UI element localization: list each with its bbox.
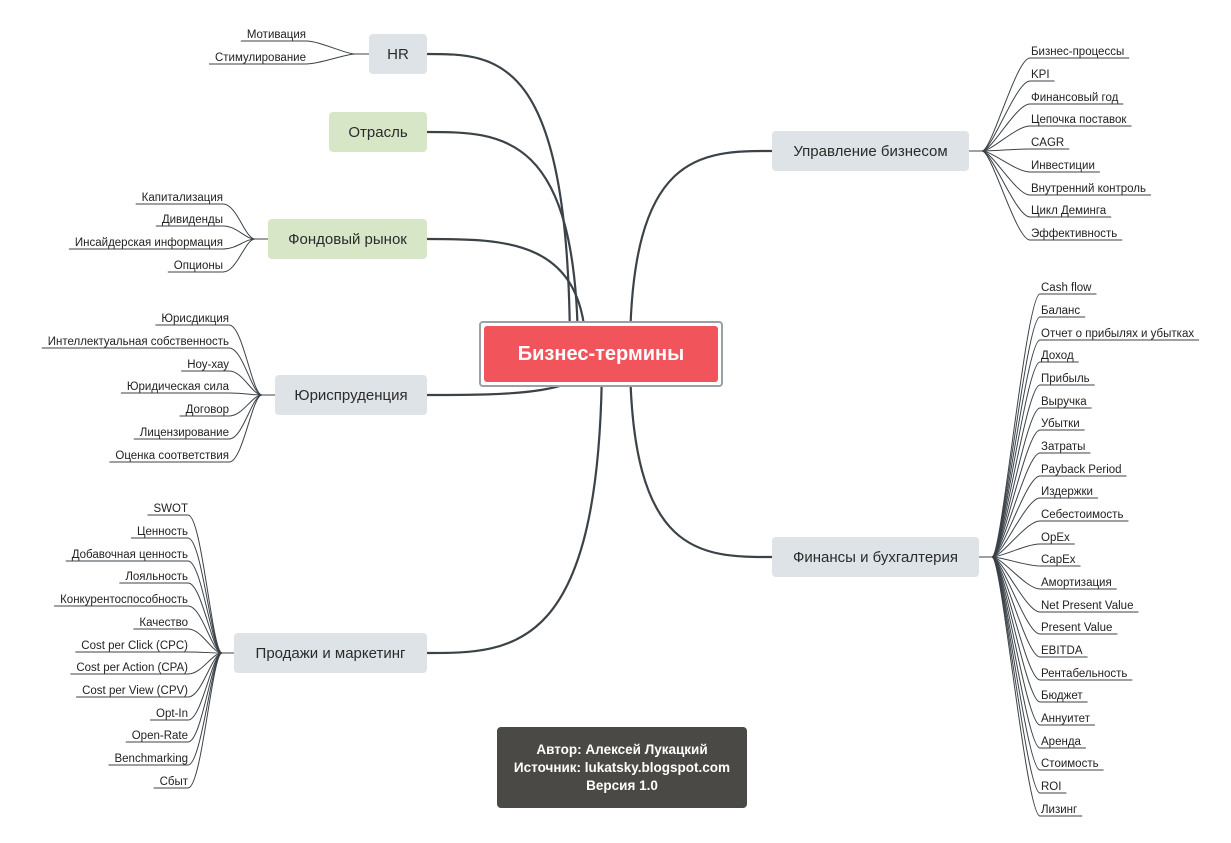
branch-connector xyxy=(426,52,572,355)
branch-connector xyxy=(426,130,580,355)
leaf-term[interactable]: CAGR xyxy=(1031,137,1065,149)
author-info-box: Автор: Алексей Лукацкий Источник: lukats… xyxy=(497,727,747,808)
leaf-term[interactable]: Payback Period xyxy=(1041,464,1122,476)
leaf-term[interactable]: Сбыт xyxy=(159,776,188,788)
leaf-term[interactable]: Затраты xyxy=(1041,441,1086,453)
leaf-term[interactable]: Прибыль xyxy=(1041,373,1090,385)
leaf-term[interactable]: Open-Rate xyxy=(131,730,188,742)
leaf-connector xyxy=(979,361,1079,558)
leaf-term[interactable]: Баланс xyxy=(1041,305,1081,317)
leaf-term[interactable]: Себестоимость xyxy=(1041,509,1124,521)
leaf-term[interactable]: Интеллектуальная собственность xyxy=(47,336,229,348)
leaf-term[interactable]: Рентабельность xyxy=(1041,668,1128,680)
leaf-term[interactable]: Доход xyxy=(1041,350,1074,362)
leaf-term[interactable]: Мотивация xyxy=(246,29,306,41)
branch-connector xyxy=(628,149,773,355)
leaf-term[interactable]: Инсайдерская информация xyxy=(74,237,223,249)
branch-connector xyxy=(426,237,588,355)
leaf-term[interactable]: Договор xyxy=(185,404,229,416)
leaf-term[interactable]: Цикл Деминга xyxy=(1031,205,1107,217)
leaf-term[interactable]: Внутренний контроль xyxy=(1031,183,1146,195)
leaf-term[interactable]: Добавочная ценность xyxy=(71,549,188,561)
branch-управление-бизнесом[interactable]: Управление бизнесом xyxy=(772,131,969,171)
leaf-term[interactable]: Стоимость xyxy=(1041,758,1099,770)
leaf-term[interactable]: Стимулирование xyxy=(214,52,306,64)
leaf-term[interactable]: OpEx xyxy=(1041,532,1070,544)
central-topic[interactable]: Бизнес-термины xyxy=(479,321,723,387)
branch-connector xyxy=(628,353,773,559)
leaf-term[interactable]: Ценность xyxy=(136,526,188,538)
leaf-term[interactable]: Дивиденды xyxy=(161,214,223,226)
leaf-term[interactable]: Ноу-хау xyxy=(187,359,229,371)
leaf-term[interactable]: Аннуитет xyxy=(1041,713,1090,725)
leaf-term[interactable]: Конкурентоспособность xyxy=(60,594,188,606)
leaf-term[interactable]: Бюджет xyxy=(1041,690,1083,702)
leaf-term[interactable]: Отчет о прибылях и убытках xyxy=(1041,328,1195,340)
leaf-term[interactable]: CapEx xyxy=(1041,554,1076,566)
leaf-term[interactable]: ROI xyxy=(1041,781,1062,793)
leaf-term[interactable]: Эффективность xyxy=(1031,228,1118,240)
leaf-term[interactable]: Амортизация xyxy=(1041,577,1112,589)
branch-connector xyxy=(426,353,604,655)
leaf-connector xyxy=(969,150,1123,241)
leaf-connector xyxy=(65,560,427,654)
leaf-term[interactable]: Опционы xyxy=(173,260,223,272)
leaf-term[interactable]: Издержки xyxy=(1041,486,1093,498)
branch-отрасль[interactable]: Отрасль xyxy=(329,112,427,152)
central-topic-label: Бизнес-термины xyxy=(484,326,718,382)
leaf-term[interactable]: Выручка xyxy=(1041,396,1087,408)
author-line: Автор: Алексей Лукацкий xyxy=(536,741,708,757)
leaf-term[interactable]: Cash flow xyxy=(1041,282,1092,294)
leaf-connector xyxy=(153,652,427,789)
branch-юриспруденция[interactable]: Юриспруденция xyxy=(275,375,427,415)
leaf-connector xyxy=(979,556,1083,817)
leaf-term[interactable]: Цепочка поставок xyxy=(1031,114,1127,126)
leaf-term[interactable]: Cost per Action (CPA) xyxy=(76,662,188,674)
version-line: Версия 1.0 xyxy=(586,777,658,793)
leaf-term[interactable]: Лицензирование xyxy=(139,427,229,439)
source-line: Источник: lukatsky.blogspot.com xyxy=(513,759,731,775)
leaf-term[interactable]: SWOT xyxy=(153,503,189,515)
branch-финансы-и-бухгалтерия[interactable]: Финансы и бухгалтерия xyxy=(772,537,979,577)
branch-продажи-и-маркетинг[interactable]: Продажи и маркетинг xyxy=(234,633,427,673)
leaf-term[interactable]: Net Present Value xyxy=(1041,600,1134,612)
leaf-connector xyxy=(969,57,1130,152)
leaf-term[interactable]: Капитализация xyxy=(141,192,223,204)
leaf-connector xyxy=(109,394,427,463)
leaf-term[interactable]: Лизинг xyxy=(1041,804,1078,816)
leaf-term[interactable]: Cost per View (CPV) xyxy=(82,685,188,697)
leaf-term[interactable]: Инвестиции xyxy=(1031,160,1095,172)
leaf-term[interactable]: Cost per Click (CPC) xyxy=(81,640,188,652)
leaf-term[interactable]: Лояльность xyxy=(125,571,188,583)
leaf-term[interactable]: Качество xyxy=(139,617,188,629)
leaf-term[interactable]: Benchmarking xyxy=(114,753,188,765)
branch-фондовый-рынок[interactable]: Фондовый рынок xyxy=(268,219,427,259)
leaf-term[interactable]: Opt-In xyxy=(156,708,188,720)
leaf-term[interactable]: KPI xyxy=(1031,69,1050,81)
leaf-term[interactable]: EBITDA xyxy=(1041,645,1083,657)
leaf-connector xyxy=(208,53,427,65)
leaf-connector xyxy=(167,238,427,273)
leaf-term[interactable]: Юридическая сила xyxy=(126,381,229,393)
branch-hr[interactable]: HR xyxy=(369,34,427,74)
leaf-term[interactable]: Убытки xyxy=(1041,418,1080,430)
leaf-term[interactable]: Бизнес-процессы xyxy=(1031,46,1125,58)
leaf-term[interactable]: Present Value xyxy=(1041,622,1113,634)
leaf-term[interactable]: Аренда xyxy=(1041,736,1081,748)
leaf-term[interactable]: Финансовый год xyxy=(1031,92,1119,104)
leaf-term[interactable]: Юрисдикция xyxy=(161,313,229,325)
leaf-term[interactable]: Оценка соответствия xyxy=(115,450,229,462)
